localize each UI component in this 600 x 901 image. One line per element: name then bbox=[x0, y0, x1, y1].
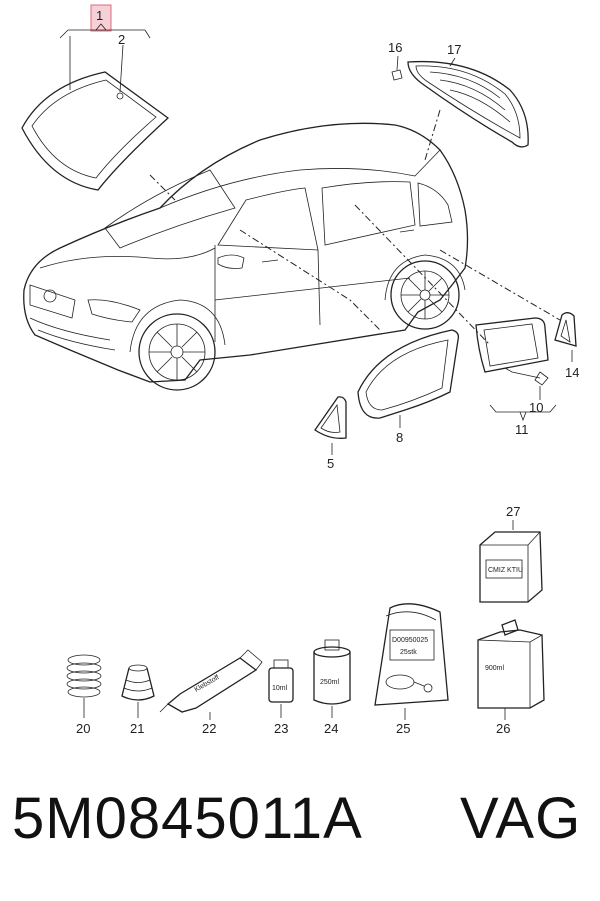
rear-window-part bbox=[391, 55, 529, 148]
callout-26-label: 26 bbox=[496, 721, 510, 736]
callout-21-label: 21 bbox=[130, 721, 144, 736]
callout-1-group[interactable]: 1 bbox=[59, 4, 151, 39]
callout-25-label: 25 bbox=[396, 721, 410, 736]
quarter-glass-part bbox=[314, 396, 347, 455]
windshield-part bbox=[21, 36, 170, 191]
nozzle-part: 21 bbox=[121, 664, 155, 736]
callout-2-label: 2 bbox=[118, 32, 125, 47]
callout-20-label: 20 bbox=[76, 721, 90, 736]
bag-code-label: D00950025 bbox=[392, 637, 428, 644]
can-label: 250ml bbox=[320, 679, 340, 686]
callout-17-label: 17 bbox=[447, 42, 461, 57]
callout-27-label: 27 bbox=[506, 504, 520, 519]
callout-22-label: 22 bbox=[202, 721, 216, 736]
can-part: 250ml 24 bbox=[313, 639, 351, 736]
callout-11-label: 11 bbox=[515, 422, 529, 437]
bottle-part: 900ml 26 bbox=[477, 619, 545, 736]
callout-23-label: 23 bbox=[274, 721, 288, 736]
callout-24-label: 24 bbox=[324, 721, 338, 736]
front-door-glass-part bbox=[357, 329, 460, 428]
callout-10-label: 10 bbox=[529, 400, 543, 415]
callout-14-label: 14 bbox=[565, 365, 579, 380]
callout-1-label: 1 bbox=[96, 8, 103, 23]
bag-qty-label: 25stk bbox=[400, 649, 417, 656]
bottle-label: 900ml bbox=[485, 665, 505, 672]
callout-5-label: 5 bbox=[327, 456, 334, 471]
part-number: 5M0845011A bbox=[12, 786, 363, 851]
bag-part: D00950025 25stk 25 bbox=[374, 603, 449, 736]
car-illustration bbox=[23, 109, 561, 391]
footer: 5M0845011A VAG bbox=[10, 785, 595, 865]
tube-part: Klebstoff 22 bbox=[159, 649, 263, 736]
callout-8-label: 8 bbox=[396, 430, 403, 445]
rear-door-glass-part bbox=[475, 317, 549, 400]
brand-name: VAG bbox=[460, 786, 582, 851]
rear-quarter-glass-part bbox=[554, 312, 577, 362]
vial-label: 10ml bbox=[272, 685, 288, 692]
box-part: 27 CMIZ KTIU bbox=[479, 504, 543, 603]
vial-part: 10ml 23 bbox=[268, 659, 294, 736]
callout-16-label: 16 bbox=[388, 40, 402, 55]
box-label: CMIZ KTIU bbox=[488, 567, 523, 574]
spring-part: 20 bbox=[66, 654, 102, 736]
callout-1-highlight bbox=[90, 4, 112, 32]
